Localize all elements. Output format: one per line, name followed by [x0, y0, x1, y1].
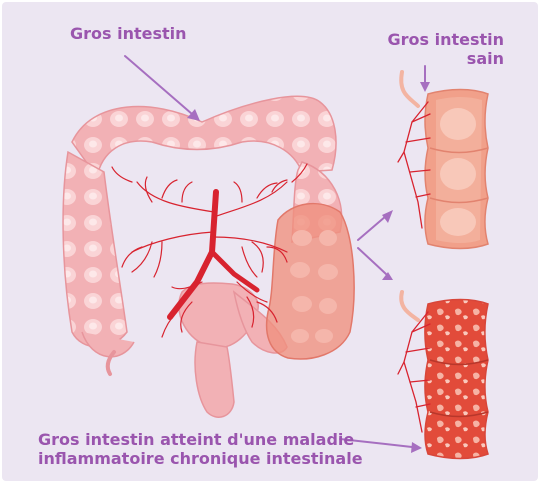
inflamed-region — [267, 204, 354, 359]
diseased-segment — [398, 292, 488, 459]
label-healthy-colon: Gros intestin sain — [387, 30, 504, 68]
arrow-to-colon — [125, 56, 192, 114]
label-diseased-colon: Gros intestin atteint d'une maladie infl… — [38, 430, 363, 468]
label-healthy-line2: sain — [387, 49, 504, 68]
arrow-inflamed-to-diseased — [358, 248, 386, 274]
label-disease-line2: inflammatoire chronique intestinale — [38, 449, 363, 468]
arrow-inflamed-to-healthy — [358, 216, 386, 240]
label-colon: Gros intestin — [70, 24, 187, 43]
healthy-segment — [398, 72, 488, 249]
label-disease-line1: Gros intestin atteint d'une maladie — [38, 430, 363, 449]
label-healthy-line1: Gros intestin — [387, 30, 504, 49]
